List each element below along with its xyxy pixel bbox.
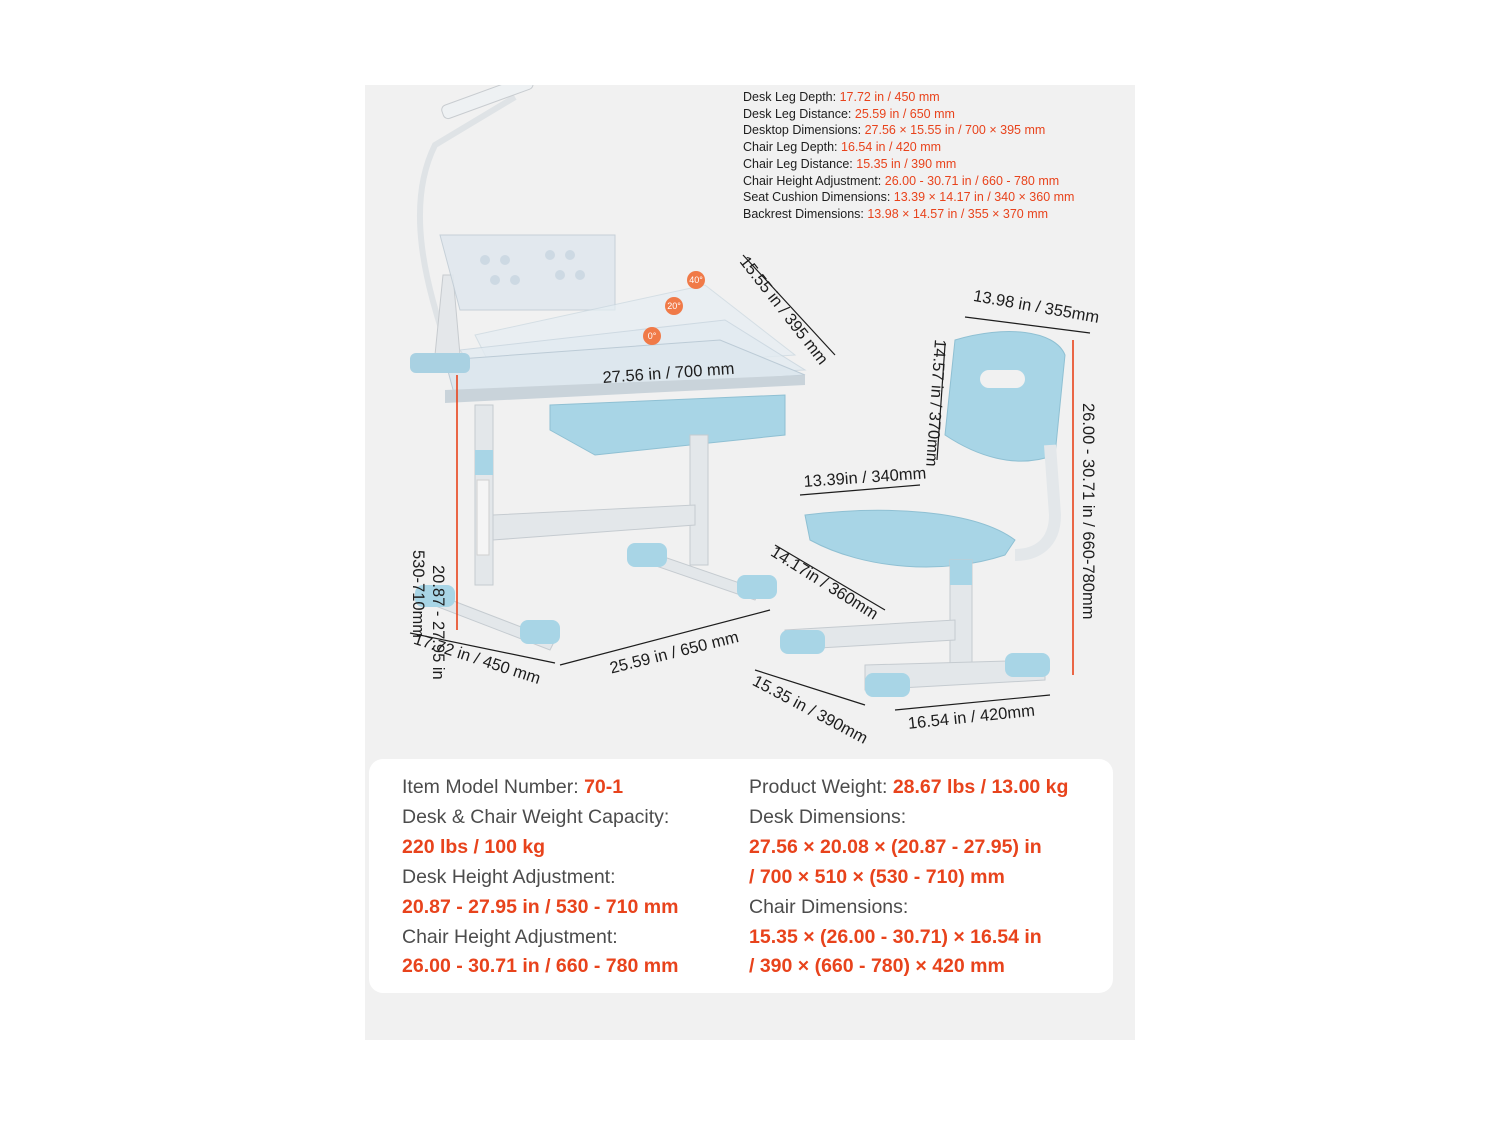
spec-row: Desktop Dimensions: 27.56 × 15.55 in / 7… bbox=[743, 122, 1074, 139]
desk-pen-tray bbox=[410, 353, 470, 373]
desk-foot-cap bbox=[627, 543, 667, 567]
spec-label: Desk Dimensions: bbox=[749, 805, 907, 828]
spec-value: 25.59 in / 650 mm bbox=[854, 106, 955, 121]
desk-right-leg bbox=[689, 434, 709, 566]
spec-value: 28.67 lbs / 13.00 kg bbox=[892, 776, 1069, 798]
spec-card-left-column: Item Model Number: 70-1 Desk & Chair Wei… bbox=[402, 773, 678, 982]
spec-value: 17.72 in / 450 mm bbox=[839, 90, 940, 104]
spec-row: Desk Leg Distance: 25.59 in / 650 mm bbox=[743, 106, 1074, 123]
desk-chair-illustration bbox=[409, 85, 1091, 711]
spec-value: 27.56 × 15.55 in / 700 × 395 mm bbox=[864, 123, 1046, 138]
angle-badge: 40° bbox=[687, 271, 705, 289]
spec-label: Chair Leg Depth: bbox=[743, 140, 838, 155]
chair-foot-cap bbox=[780, 630, 825, 654]
spec-value: 13.39 × 14.17 in / 340 × 360 mm bbox=[893, 190, 1075, 205]
spec-label: Desk Leg Distance: bbox=[743, 106, 852, 121]
spec-value: 70-1 bbox=[584, 776, 624, 798]
chair-seat bbox=[804, 509, 1016, 568]
chair-foot-cap bbox=[1005, 653, 1050, 677]
spec-label: Desk Leg Depth: bbox=[743, 90, 837, 104]
spec-label: Desk Height Adjustment: bbox=[402, 865, 616, 888]
spec-value: / 700 × 510 × (530 - 710) mm bbox=[749, 865, 1005, 888]
spec-label: Product Weight: bbox=[749, 776, 888, 798]
desk-crossbar bbox=[492, 504, 696, 541]
angle-badge: 0° bbox=[643, 327, 661, 345]
chair-foot-cap bbox=[865, 673, 910, 697]
desk-height-mm-label: 530-710mm bbox=[409, 550, 427, 639]
spec-label: Item Model Number: bbox=[402, 776, 579, 798]
spec-label: Chair Height Adjustment: bbox=[402, 925, 618, 948]
chair-backrest-handle bbox=[980, 370, 1025, 388]
spec-row: Desk Leg Depth: 17.72 in / 450 mm bbox=[743, 89, 1074, 106]
angle-badge: 20° bbox=[665, 297, 683, 315]
chair-backrest bbox=[944, 331, 1066, 462]
spec-label: Chair Height Adjustment: bbox=[743, 173, 882, 188]
spec-row: Seat Cushion Dimensions: 13.39 × 14.17 i… bbox=[743, 189, 1074, 206]
spec-value: 20.87 - 27.95 in / 530 - 710 mm bbox=[402, 895, 679, 918]
spec-label: Chair Leg Distance: bbox=[743, 156, 853, 171]
spec-value: 220 lbs / 100 kg bbox=[402, 835, 546, 858]
book-stand bbox=[439, 234, 616, 311]
desk-height-scale bbox=[476, 479, 490, 556]
spec-line: Product Weight: 28.67 lbs / 13.00 kg bbox=[749, 773, 1068, 803]
desk-foot-cap bbox=[415, 585, 455, 607]
desk-edge bbox=[445, 375, 805, 403]
spec-value: 13.98 × 14.57 in / 355 × 370 mm bbox=[867, 206, 1049, 221]
desk-height-in-label: 20.87 - 27.95 in bbox=[429, 565, 447, 680]
desk-drawer bbox=[549, 394, 786, 456]
desk-foot-cap bbox=[520, 620, 560, 644]
spec-value: 16.54 in / 420 mm bbox=[841, 140, 942, 155]
spec-value: 15.35 × (26.00 - 30.71) × 16.54 in bbox=[749, 925, 1042, 948]
chair-height-label: 26.00 - 30.71 in / 660-780mm bbox=[1079, 403, 1097, 620]
spec-value: 26.00 - 30.71 in / 660 - 780 mm bbox=[402, 955, 679, 978]
spec-row: Backrest Dimensions: 13.98 × 14.57 in / … bbox=[743, 206, 1074, 223]
chair-post-collar bbox=[950, 560, 972, 585]
top-spec-list: Desk Leg Depth: 17.72 in / 450 mm Desk L… bbox=[743, 89, 1074, 223]
spec-value: 26.00 - 30.71 in / 660 - 780 mm bbox=[884, 173, 1060, 188]
spec-value: / 390 × (660 - 780) × 420 mm bbox=[749, 955, 1005, 978]
chair-back-post bbox=[1014, 444, 1062, 561]
spec-label: Desktop Dimensions: bbox=[743, 123, 862, 138]
spec-card-right-column: Product Weight: 28.67 lbs / 13.00 kg Des… bbox=[749, 773, 1068, 982]
desk-foot-cap bbox=[737, 575, 777, 599]
product-spec-panel: Desk Leg Depth: 17.72 in / 450 mm Desk L… bbox=[365, 85, 1135, 1040]
spec-label: Desk & Chair Weight Capacity: bbox=[402, 805, 670, 828]
spec-value: 15.35 in / 390 mm bbox=[856, 156, 957, 171]
spec-label: Backrest Dimensions: bbox=[743, 206, 864, 221]
spec-line: Item Model Number: 70-1 bbox=[402, 773, 678, 803]
spec-row: Chair Leg Distance: 15.35 in / 390 mm bbox=[743, 156, 1074, 173]
spec-row: Chair Height Adjustment: 26.00 - 30.71 i… bbox=[743, 173, 1074, 190]
spec-card: Item Model Number: 70-1 Desk & Chair Wei… bbox=[369, 759, 1113, 993]
dimension-lines bbox=[409, 254, 1091, 711]
desk-left-leg-collar bbox=[475, 450, 493, 475]
lamp-head bbox=[441, 85, 534, 120]
spec-label: Chair Dimensions: bbox=[749, 895, 909, 918]
lamp-arm bbox=[417, 94, 517, 357]
spec-value: 27.56 × 20.08 × (20.87 - 27.95) in bbox=[749, 835, 1042, 858]
height-dimension-lines bbox=[456, 340, 1074, 675]
spec-row: Chair Leg Depth: 16.54 in / 420 mm bbox=[743, 139, 1074, 156]
book-stand-holes bbox=[480, 250, 585, 285]
spec-label: Seat Cushion Dimensions: bbox=[743, 190, 891, 205]
